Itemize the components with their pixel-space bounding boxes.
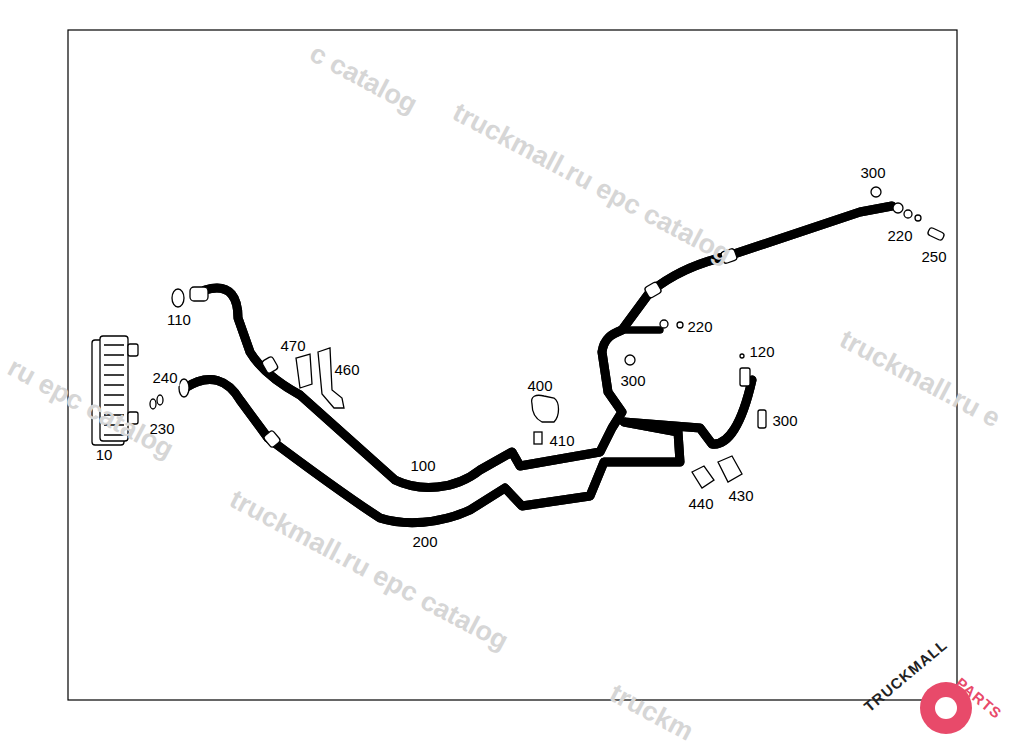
- callout-number: 220: [885, 228, 914, 244]
- callout-number: 110: [165, 312, 193, 328]
- logo-text: PARTS: [953, 674, 1006, 722]
- callout-number: 100: [408, 458, 437, 474]
- callout-number: 300: [770, 413, 799, 429]
- watermark: truckmall.ru e: [835, 324, 1005, 434]
- logo-text: TRUCKMALL: [861, 636, 951, 715]
- callout-number: 120: [747, 344, 776, 360]
- watermark: c catalog: [305, 38, 422, 119]
- callout-number: 200: [410, 534, 439, 550]
- watermark: ru epc catalog: [3, 352, 179, 464]
- callout-number: 470: [278, 338, 307, 354]
- callout-number: 400: [525, 378, 554, 394]
- watermark: truckmall.ru epc catalog: [448, 97, 736, 269]
- callout-number: 10: [94, 447, 115, 463]
- callout-number: 300: [858, 165, 887, 181]
- watermark: truckmall.ru epc catalog: [225, 484, 513, 656]
- callout-number: 430: [726, 488, 755, 504]
- callout-number: 240: [150, 370, 179, 386]
- callout-number: 440: [686, 496, 715, 512]
- callout-number: 460: [332, 362, 361, 378]
- callout-number: 300: [618, 373, 647, 389]
- callout-number: 250: [919, 249, 948, 265]
- callout-number: 410: [547, 433, 576, 449]
- callout-number: 220: [685, 319, 714, 335]
- watermark: truckm: [605, 678, 699, 747]
